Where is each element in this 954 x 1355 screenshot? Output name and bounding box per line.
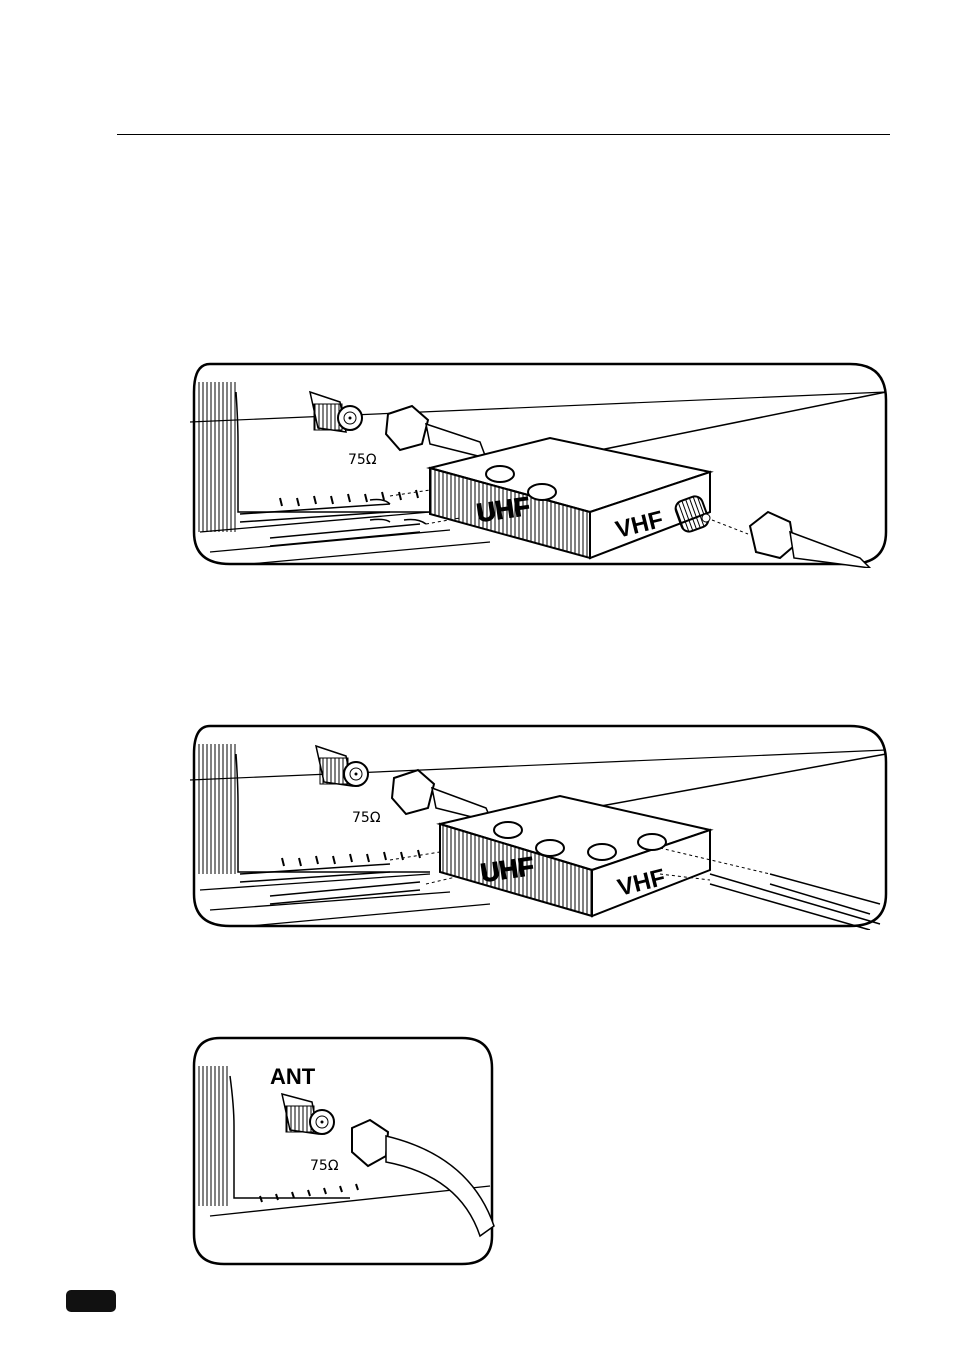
illustration-ant-direct: ANT 75Ω bbox=[190, 1036, 496, 1268]
figure-ant-direct: ANT 75Ω bbox=[190, 1036, 496, 1268]
frame bbox=[194, 1038, 492, 1264]
ohm-label: 75Ω bbox=[348, 452, 377, 468]
tv-panel-edge bbox=[196, 382, 236, 532]
tv-panel-edge bbox=[196, 1066, 230, 1206]
illustration-separator-coax: 75Ω UHF VHF bbox=[190, 362, 890, 568]
ohm-label: 75Ω bbox=[310, 1158, 339, 1174]
ohm-label: 75Ω bbox=[352, 810, 381, 826]
ant-label: ANT bbox=[270, 1064, 316, 1089]
figure-separator-twinlead: 75Ω UHF VHF bbox=[190, 724, 890, 930]
header-rule bbox=[117, 134, 890, 135]
page-tab bbox=[66, 1290, 116, 1312]
tv-panel-edge bbox=[196, 744, 236, 874]
figure-separator-coax: 75Ω UHF VHF bbox=[190, 362, 890, 568]
illustration-separator-twinlead: 75Ω UHF VHF bbox=[190, 724, 890, 930]
